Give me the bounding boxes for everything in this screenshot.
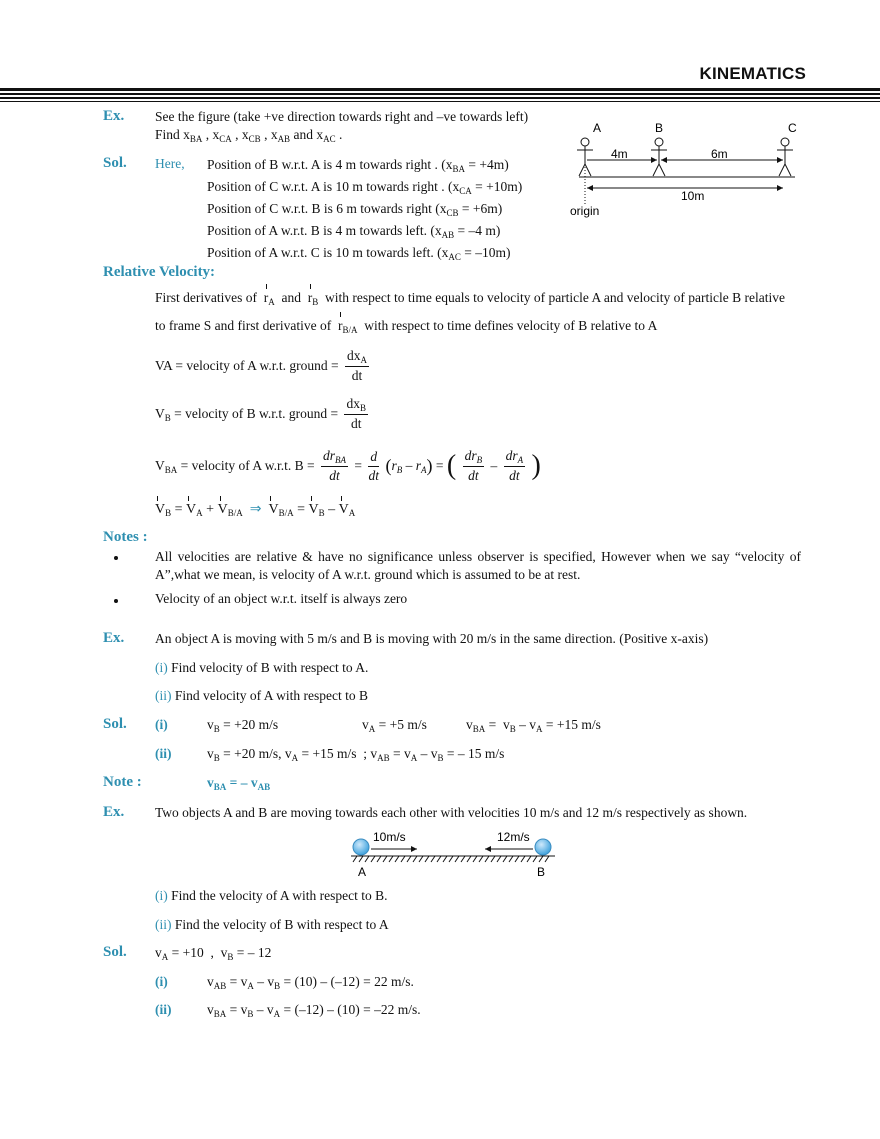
sol-line: Position of C w.r.t. B is 6 m towards ri… — [207, 201, 503, 218]
ex2-part-ii: (ii) Find velocity of A with respect to … — [155, 688, 368, 703]
notes-heading: Notes : — [103, 529, 148, 545]
sol-label: Sol. — [103, 944, 127, 960]
sol-line: Position of A w.r.t. B is 4 m towards le… — [207, 223, 501, 240]
ex2-question: An object A is moving with 5 m/s and B i… — [155, 631, 709, 646]
ex-label: Ex. — [103, 804, 125, 820]
ex-label: Ex. — [103, 108, 125, 124]
ex3-sol-i: vAB = vA – vB = (10) – (–12) = 22 m/s. — [207, 974, 414, 991]
bullet-icon — [114, 599, 118, 603]
dist-bc-label: 6m — [711, 147, 728, 161]
note-1: All velocities are relative & have no si… — [155, 549, 801, 582]
relvel-paragraph-line1: First derivatives of rA and rB with resp… — [155, 284, 785, 307]
note-heading: Note : — [103, 774, 142, 790]
ex3-part-i: (i) Find the velocity of A with respect … — [155, 888, 388, 903]
sol-part-ii-label: (ii) — [155, 1002, 172, 1017]
ex1-solution: Position of B w.r.t. A is 4 m towards ri… — [207, 156, 522, 266]
ex1-find: Find xBA , xCA , xCB , xAB and xAC . — [155, 127, 343, 144]
ex2-sol-i-b: vA = +5 m/s — [362, 717, 427, 734]
vector-relation: VB = VA + VB/A ⇒ VB/A = VB – VA — [155, 496, 356, 518]
sol-part-i-label: (i) — [155, 717, 168, 732]
ball-b-icon — [534, 838, 552, 856]
point-b-label: B — [655, 121, 663, 135]
velocity-b-label: 12m/s — [497, 830, 530, 844]
sol-label: Sol. — [103, 716, 127, 732]
relative-velocity-heading: Relative Velocity: — [103, 264, 216, 280]
dist-ab-label: 4m — [611, 147, 628, 161]
here-label: Here, — [155, 156, 185, 171]
velocity-a-label: 10m/s — [373, 830, 406, 844]
sol-line: Position of A w.r.t. C is 10 m towards l… — [207, 245, 511, 262]
ex2-sol-ii: vB = +20 m/s, vA = +15 m/s ; vAB = vA – … — [207, 746, 505, 763]
ex-label: Ex. — [103, 630, 125, 646]
sol-line: Position of B w.r.t. A is 4 m towards ri… — [207, 157, 509, 174]
ex2-sol-i-a: vB = +20 m/s — [207, 717, 279, 734]
ball-b-label: B — [537, 865, 545, 878]
collision-figure: 10m/s 12m/s A B — [351, 830, 555, 878]
page-header-title: KINEMATICS — [699, 64, 806, 83]
stick-figure-c-icon — [777, 137, 793, 177]
note-formula: vBA = – vAB — [207, 775, 271, 792]
origin-label: origin — [570, 204, 599, 218]
stick-figure-b-icon — [651, 137, 667, 177]
ex3-question: Two objects A and B are moving towards e… — [155, 805, 748, 820]
sol-label: Sol. — [103, 155, 127, 171]
ex3-part-ii: (ii) Find the velocity of B with respect… — [155, 917, 389, 932]
ex3-sol-ii: vBA = vB – vA = (–12) – (10) = –22 m/s. — [207, 1002, 421, 1019]
bullet-icon — [114, 556, 118, 560]
dist-ac-label: 10m — [681, 189, 704, 203]
ex1-statement: See the figure (take +ve direction towar… — [155, 109, 529, 124]
header-rule — [0, 88, 880, 102]
ball-a-label: A — [358, 865, 366, 878]
point-c-label: C — [788, 121, 797, 135]
sol-line: Position of C w.r.t. A is 10 m towards r… — [207, 179, 523, 196]
ex2-part-i: (i) Find velocity of B with respect to A… — [155, 660, 369, 675]
ground-hatch — [352, 855, 550, 863]
position-figure: A B C 4m 6m 10m origin — [570, 121, 797, 218]
relvel-paragraph-line2: to frame S and first derivative of rB/A … — [155, 312, 658, 335]
sol-part-i-label: (i) — [155, 974, 168, 989]
sol-part-ii-label: (ii) — [155, 746, 172, 761]
ball-a-icon — [352, 838, 370, 856]
ex3-sol-given: vA = +10 , vB = – 12 — [155, 945, 272, 962]
note-2: Velocity of an object w.r.t. itself is a… — [155, 591, 408, 606]
ex2-sol-i-c: vBA = vB – vA = +15 m/s — [466, 717, 601, 734]
point-a-label: A — [593, 121, 601, 135]
